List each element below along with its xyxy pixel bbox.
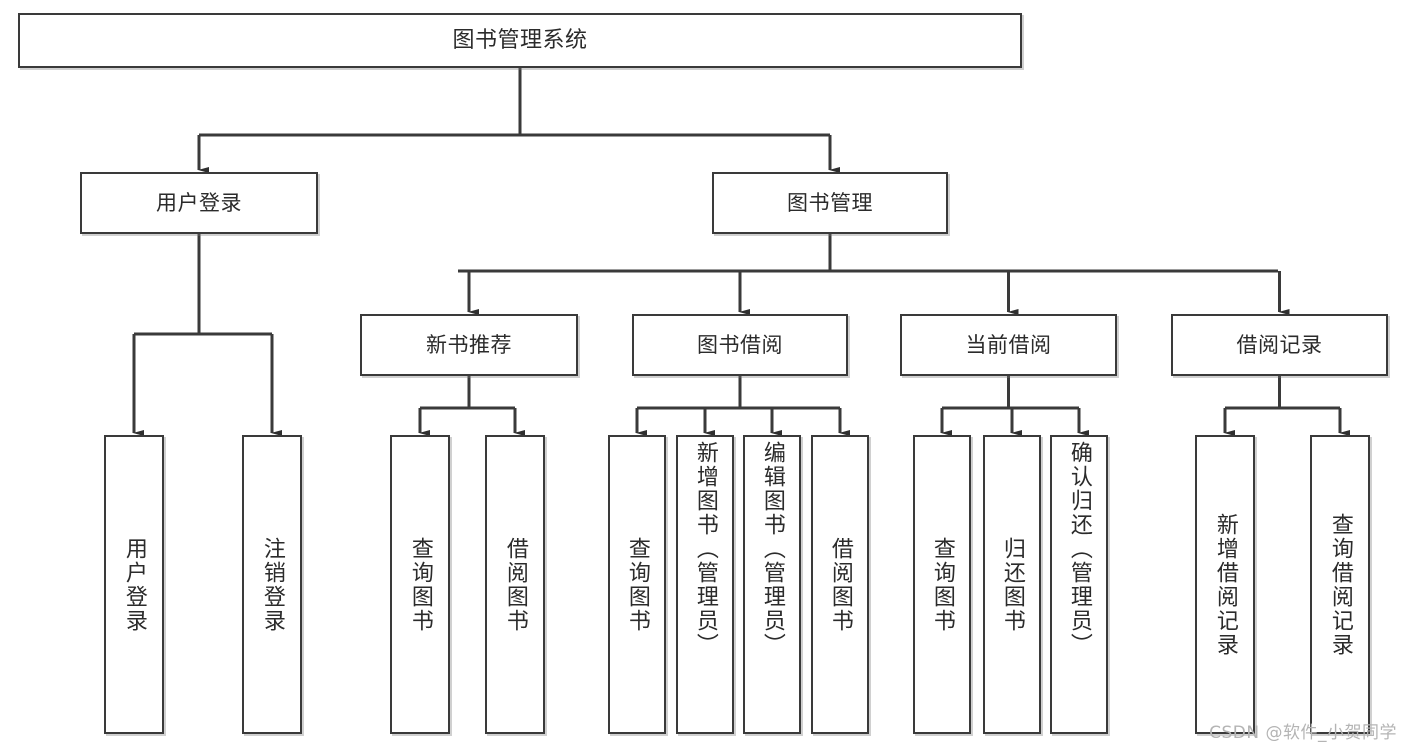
node-leaf-borrow-book[interactable]: 借阅图书 bbox=[811, 435, 869, 734]
node-user-login[interactable]: 用户登录 bbox=[80, 172, 318, 234]
node-leaf-query-book-cur[interactable]: 查询图书 bbox=[913, 435, 971, 734]
node-leaf-add-book-label: 新增图书（管理员） bbox=[692, 441, 718, 657]
node-leaf-query-record[interactable]: 查询借阅记录 bbox=[1310, 435, 1370, 734]
node-leaf-logout[interactable]: 注销登录 bbox=[242, 435, 302, 734]
node-root-label: 图书管理系统 bbox=[452, 27, 588, 53]
node-leaf-add-book[interactable]: 新增图书（管理员） bbox=[676, 435, 734, 734]
node-user-login-label: 用户登录 bbox=[156, 190, 242, 215]
node-leaf-add-record-label: 新增借阅记录 bbox=[1212, 512, 1238, 657]
node-leaf-user-login[interactable]: 用户登录 bbox=[104, 435, 164, 734]
node-book-manage[interactable]: 图书管理 bbox=[712, 172, 948, 234]
node-leaf-return-book[interactable]: 归还图书 bbox=[983, 435, 1041, 734]
node-leaf-return-book-label: 归还图书 bbox=[999, 536, 1025, 633]
node-leaf-add-record[interactable]: 新增借阅记录 bbox=[1195, 435, 1255, 734]
node-borrow-record-label: 借阅记录 bbox=[1236, 332, 1323, 357]
node-leaf-query-book-rec-label: 查询图书 bbox=[407, 536, 433, 633]
node-leaf-edit-book[interactable]: 编辑图书（管理员） bbox=[743, 435, 801, 734]
node-book-borrow-label: 图书借阅 bbox=[697, 332, 783, 357]
node-current-borrow-label: 当前借阅 bbox=[965, 332, 1052, 357]
node-leaf-logout-label: 注销登录 bbox=[259, 536, 285, 633]
node-new-book-rec-label: 新书推荐 bbox=[426, 332, 512, 357]
node-leaf-query-record-label: 查询借阅记录 bbox=[1327, 512, 1353, 657]
node-current-borrow[interactable]: 当前借阅 bbox=[900, 314, 1117, 376]
node-leaf-borrow-book-rec-label: 借阅图书 bbox=[502, 536, 528, 633]
node-borrow-record[interactable]: 借阅记录 bbox=[1171, 314, 1388, 376]
node-root[interactable]: 图书管理系统 bbox=[18, 13, 1022, 68]
node-leaf-edit-book-label: 编辑图书（管理员） bbox=[759, 441, 785, 657]
watermark-credit: CSDN @软件_小贺同学 bbox=[1209, 723, 1397, 743]
node-leaf-confirm-return-label: 确认归还（管理员） bbox=[1066, 441, 1092, 657]
node-book-manage-label: 图书管理 bbox=[787, 190, 873, 215]
node-book-borrow[interactable]: 图书借阅 bbox=[632, 314, 848, 376]
node-leaf-confirm-return[interactable]: 确认归还（管理员） bbox=[1050, 435, 1108, 734]
node-new-book-rec[interactable]: 新书推荐 bbox=[360, 314, 578, 376]
node-leaf-query-book-borrow[interactable]: 查询图书 bbox=[608, 435, 666, 734]
node-leaf-query-book-borrow-label: 查询图书 bbox=[624, 536, 650, 633]
node-leaf-borrow-book-rec[interactable]: 借阅图书 bbox=[485, 435, 545, 734]
node-leaf-borrow-book-label: 借阅图书 bbox=[827, 536, 853, 633]
node-leaf-query-book-rec[interactable]: 查询图书 bbox=[390, 435, 450, 734]
node-leaf-query-book-cur-label: 查询图书 bbox=[929, 536, 955, 633]
node-leaf-user-login-label: 用户登录 bbox=[121, 536, 147, 633]
